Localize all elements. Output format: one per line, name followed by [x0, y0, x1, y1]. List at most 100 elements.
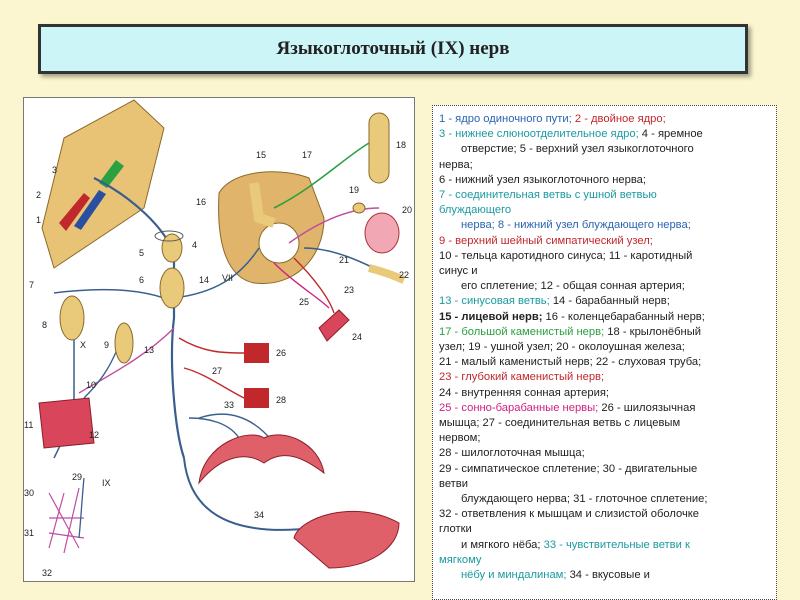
diagram-labels: 1 2 3 4 5 6 7 8 9 10 11 12 13 14 15 16 1… — [24, 140, 412, 578]
legend-line: 24 - внутренняя сонная артерия; — [439, 386, 772, 401]
legend-line: 10 - тельца каротидного синуса; 11 - кар… — [439, 249, 772, 264]
legend-segment: 1 - ядро одиночного пути; — [439, 113, 575, 125]
legend-segment: 9 - верхний шейный симпатический узел; — [439, 234, 653, 247]
legend-segment: 15 - лицевой нерв; — [439, 310, 546, 323]
pterygopalatine-ganglion — [368, 112, 390, 184]
label-30: 30 — [24, 488, 34, 498]
glossopharyngeal-trunk — [93, 177, 186, 459]
legend-line: 13 - синусовая ветвь; 14 - барабанный не… — [439, 294, 772, 309]
label-2: 2 — [36, 190, 41, 200]
legend-line: 3 - нижнее слюноотделительное ядро; 4 - … — [439, 127, 772, 142]
legend-segment: отверстие; 5 - верхний узел языкоглоточн… — [461, 143, 694, 156]
legend-segment: 32 - ответвления к мышцам и слизистой об… — [439, 508, 700, 521]
styloglossus-muscle — [244, 343, 269, 363]
label-18: 18 — [396, 140, 406, 150]
legend-segment: 26 - шилоязычная — [601, 401, 696, 414]
label-12: 12 — [89, 430, 99, 440]
label-x: X — [80, 340, 86, 350]
legend-segment: нервом; — [439, 432, 481, 445]
legend-segment: блуждающего нерва; 31 - глоточное сплете… — [461, 493, 708, 506]
label-3: 3 — [52, 165, 57, 175]
legend-line: 15 - лицевой нерв; 16 - коленцебарабанны… — [439, 310, 772, 325]
plexus-link — [78, 477, 85, 539]
label-23: 23 — [344, 285, 354, 295]
legend-line: 9 - верхний шейный симпатический узел; — [439, 234, 772, 249]
legend-line: 17 - большой каменистый нерв; 18 - крыло… — [439, 325, 772, 340]
legend-line: 7 - соединительная ветвь с ушной ветвью — [439, 188, 772, 203]
legend-line: 32 - ответвления к мышцам и слизистой об… — [439, 507, 772, 522]
tongue — [293, 510, 400, 569]
label-5: 5 — [139, 248, 144, 258]
legend-line: блуждающего — [439, 203, 772, 218]
legend-segment: 6 - нижний узел языкоглоточного нерва; — [439, 173, 647, 186]
legend-segment: и мягкого нёба; — [461, 538, 544, 551]
label-21: 21 — [339, 255, 349, 265]
greater-petrosal — [273, 142, 370, 209]
label-15: 15 — [256, 150, 266, 160]
nucleus-salivatory — [99, 160, 124, 188]
soft-palate — [198, 434, 325, 485]
glossopharyngeal-lower — [183, 457, 315, 531]
tympanic-cavity — [258, 222, 300, 264]
legend-line: 21 - малый каменистый нерв; 22 - слухова… — [439, 355, 772, 370]
slide-title-box: Языкоглоточный (IX) нерв — [38, 24, 748, 74]
legend-segment: 7 - соединительная ветвь с ушной ветвью — [439, 189, 657, 202]
label-28: 28 — [276, 395, 286, 405]
label-31: 31 — [24, 528, 34, 538]
legend-line: отверстие; 5 - верхний узел языкоглоточн… — [439, 142, 772, 157]
palatine-branches — [188, 417, 240, 439]
label-33: 33 — [224, 400, 234, 410]
sinus-branch — [78, 327, 175, 394]
nucleus-solitary — [59, 193, 90, 231]
nucleus-ambiguus — [74, 190, 106, 230]
label-27: 27 — [212, 366, 222, 376]
facial-connect — [183, 367, 245, 399]
pharyngeal-plexus — [48, 487, 85, 554]
label-17: 17 — [302, 150, 312, 160]
label-24: 24 — [352, 332, 362, 342]
label-26: 26 — [276, 348, 286, 358]
legend-segment: ветви — [439, 477, 468, 490]
label-25: 25 — [299, 297, 309, 307]
legend-segment: 34 - вкусовые и — [569, 569, 650, 582]
label-13: 13 — [144, 345, 154, 355]
inferior-ganglion — [159, 267, 185, 309]
caroticotympanic — [273, 262, 330, 309]
label-8: 8 — [42, 320, 47, 330]
legend-line: блуждающего нерва; 31 - глоточное сплете… — [439, 492, 772, 507]
legend-line: 29 - симпатическое сплетение; 30 - двига… — [439, 462, 772, 477]
legend-line: его сплетение; 12 - общая сонная артерия… — [439, 279, 772, 294]
legend-segment: 2 - двойное ядро; — [574, 113, 666, 125]
legend-segment: нёбу и миндалинам; — [461, 569, 570, 582]
otic-ganglion — [352, 202, 366, 214]
legend-segment: 24 - внутренняя сонная артерия; — [439, 386, 609, 399]
stylopharyngeal-branch — [178, 337, 245, 354]
legend-line: нерва; — [439, 158, 772, 173]
legend-segment: глотки — [439, 523, 472, 536]
label-vii: VII — [222, 273, 233, 283]
legend-line: 28 - шилоглоточная мышца; — [439, 446, 772, 461]
legend-segment: 16 - коленцебарабанный нерв; — [545, 310, 705, 323]
legend-segment: 33 - чувствительные ветви к — [543, 538, 690, 551]
legend-segment: 10 - тельца каротидного синуса; 11 - кар… — [439, 249, 693, 262]
label-7: 7 — [29, 280, 34, 290]
label-19: 19 — [349, 185, 359, 195]
legend-segment: синус и — [439, 265, 478, 278]
label-10: 10 — [86, 380, 96, 390]
vagus-branch — [53, 289, 165, 299]
legend-segment: 17 - большой каменистый нерв; — [439, 325, 608, 338]
jugular-foramen-ring — [154, 230, 184, 242]
legend-line: мягкому — [439, 553, 772, 568]
carotid-sinus — [38, 397, 95, 449]
vagus-inferior-ganglion — [59, 295, 85, 341]
legend-line: 1 - ядро одиночного пути; 2 - двойное яд… — [439, 112, 772, 127]
legend-segment: нерва; 8 - нижний узел блуждающего нерва… — [461, 219, 691, 232]
legend-segment: 25 - сонно-барабанные нервы; — [439, 401, 602, 414]
label-11: 11 — [24, 420, 33, 430]
legend-segment: 14 - барабанный нерв; — [552, 295, 670, 308]
legend-line: нервом; — [439, 431, 772, 446]
superior-ganglion — [161, 233, 183, 263]
label-ix: IX — [102, 478, 111, 488]
legend-line: ветви — [439, 477, 772, 492]
legend-line: глотки — [439, 522, 772, 537]
